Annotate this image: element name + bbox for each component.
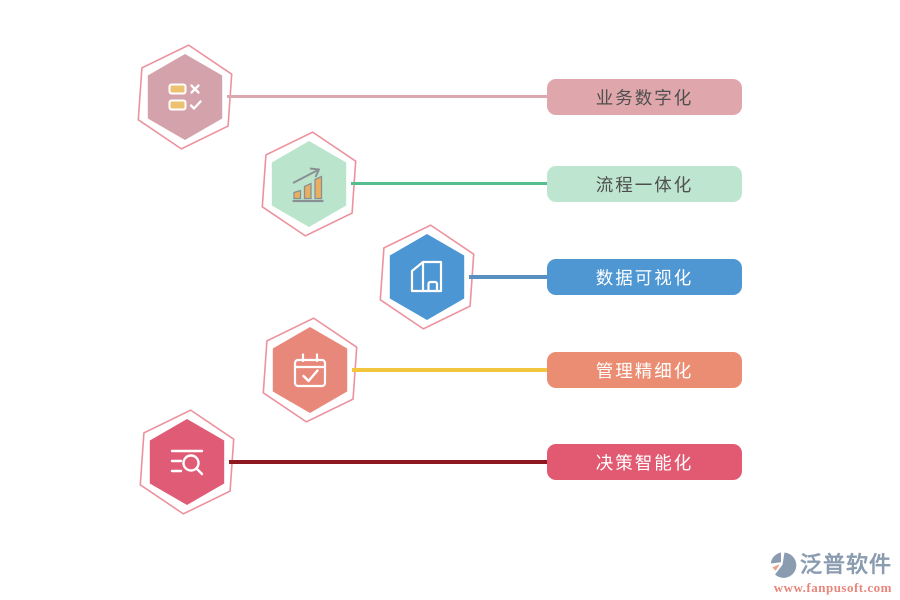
checklist-vote-icon (168, 83, 202, 111)
watermark: 泛普软件 www.fanpusoft.com (769, 551, 892, 594)
bar-chart-growth-icon (292, 167, 324, 203)
hexagon-face (149, 419, 225, 505)
hexagon-decision-intelligence (139, 409, 235, 515)
hexagon-business-digitalization (137, 44, 233, 150)
label-decision-intelligence: 决策智能化 (547, 444, 742, 480)
connector-line (229, 460, 550, 464)
connector-line (227, 95, 550, 98)
hexagon-face (272, 327, 348, 413)
hexagon-outline (379, 224, 475, 330)
search-list-icon (170, 449, 204, 476)
label-business-digitalization: 业务数字化 (547, 79, 742, 115)
hexagon-outline (262, 317, 358, 423)
building-warehouse-icon (410, 260, 443, 293)
hexagon-face (147, 54, 223, 140)
label-process-integration: 流程一体化 (547, 166, 742, 202)
connector-line (351, 182, 550, 185)
hexagon-management-refinement (262, 317, 358, 423)
connector-line (352, 368, 550, 372)
fanpu-swirl-logo-icon (770, 552, 797, 578)
connector-line (469, 275, 550, 279)
hexagon-outline (139, 409, 235, 515)
hexagon-outline (137, 44, 233, 150)
watermark-url-text: www.fanpusoft.com (773, 580, 892, 595)
hexagon-data-visualization (379, 224, 475, 330)
label-data-visualization: 数据可视化 (547, 259, 742, 295)
hexagon-process-integration (261, 131, 357, 237)
label-management-refinement: 管理精细化 (547, 352, 742, 388)
calendar-check-icon (293, 353, 327, 388)
hexagon-outline (261, 131, 357, 237)
hexagon-face (389, 234, 465, 320)
watermark-brand-text: 泛普软件 (799, 552, 892, 577)
